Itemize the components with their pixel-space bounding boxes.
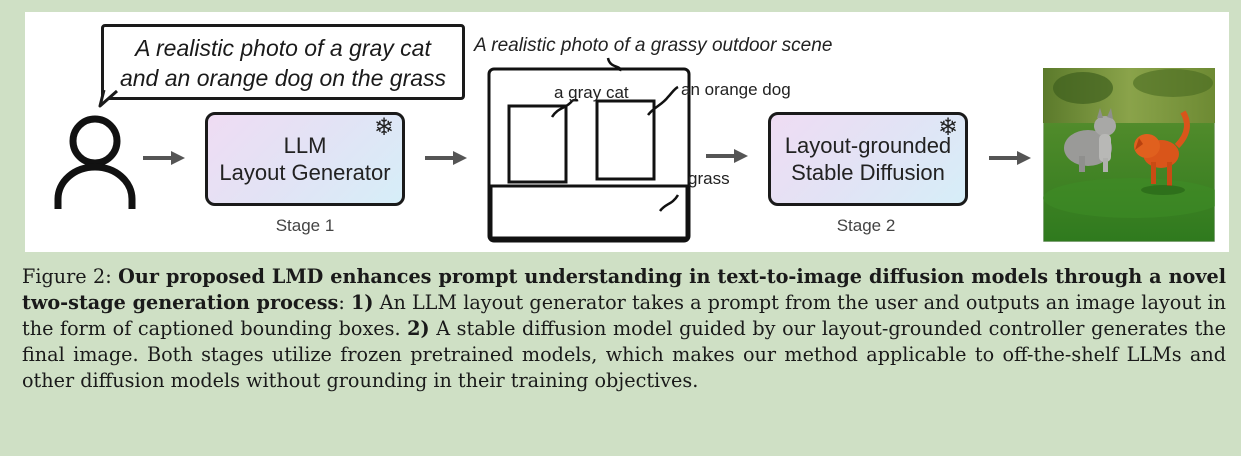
- snowflake-icon: ❄: [374, 114, 395, 141]
- caption-text-2: A stable diffusion model guided by our l…: [22, 317, 1226, 392]
- bbox-connectors: [550, 57, 680, 212]
- speech-tail: [98, 89, 118, 108]
- prompt-line-2: and an orange dog on the grass: [119, 65, 447, 91]
- caption-bold-title: Our proposed LMD enhances prompt underst…: [22, 265, 1226, 314]
- llm-layout-generator-box: LLM Layout Generator: [205, 112, 405, 206]
- cat-box-label: a gray cat: [554, 83, 629, 102]
- caption-number-2: 2): [407, 317, 430, 340]
- stage-2-label: Stage 2: [836, 216, 896, 235]
- caption-colon: :: [338, 291, 351, 314]
- prompt-line-1: A realistic photo of a gray cat: [135, 35, 431, 61]
- cat-bbox: [507, 104, 568, 184]
- snowflake-icon: ❄: [938, 114, 959, 141]
- llm-box-line-2: Layout Generator: [219, 160, 391, 185]
- caption-label: Figure 2:: [22, 265, 112, 288]
- prompt-speech-bubble: A realistic photo of a gray cat and an o…: [101, 24, 465, 100]
- arrow-1-icon: [143, 151, 185, 165]
- sd-box-line-2: Stable Diffusion: [791, 160, 945, 185]
- stable-diffusion-box: Layout-grounded Stable Diffusion: [768, 112, 968, 206]
- dog-box-label: an orange dog: [681, 80, 791, 99]
- llm-box-line-1: LLM: [283, 133, 327, 158]
- prompt-text: A realistic photo of a gray cat and an o…: [104, 33, 462, 93]
- stage-1-label: Stage 1: [275, 216, 335, 235]
- figure-caption: Figure 2: Our proposed LMD enhances prom…: [22, 264, 1226, 394]
- sd-box-line-1: Layout-grounded: [784, 133, 952, 158]
- layout-canvas: [487, 67, 691, 243]
- caption-number-1: 1): [351, 291, 374, 314]
- arrow-4-icon: [989, 151, 1031, 165]
- arrow-2-icon: [425, 151, 467, 165]
- arrow-3-icon: [706, 149, 748, 163]
- user-icon: [54, 115, 136, 209]
- dog-bbox: [595, 99, 656, 181]
- generated-image: [1043, 68, 1215, 242]
- grass-box-label: grass: [688, 169, 730, 188]
- grass-bbox: [489, 184, 689, 240]
- scene-caption: A realistic photo of a grassy outdoor sc…: [474, 35, 833, 56]
- caption-text-1: An LLM layout generator takes a prompt f…: [22, 291, 1226, 340]
